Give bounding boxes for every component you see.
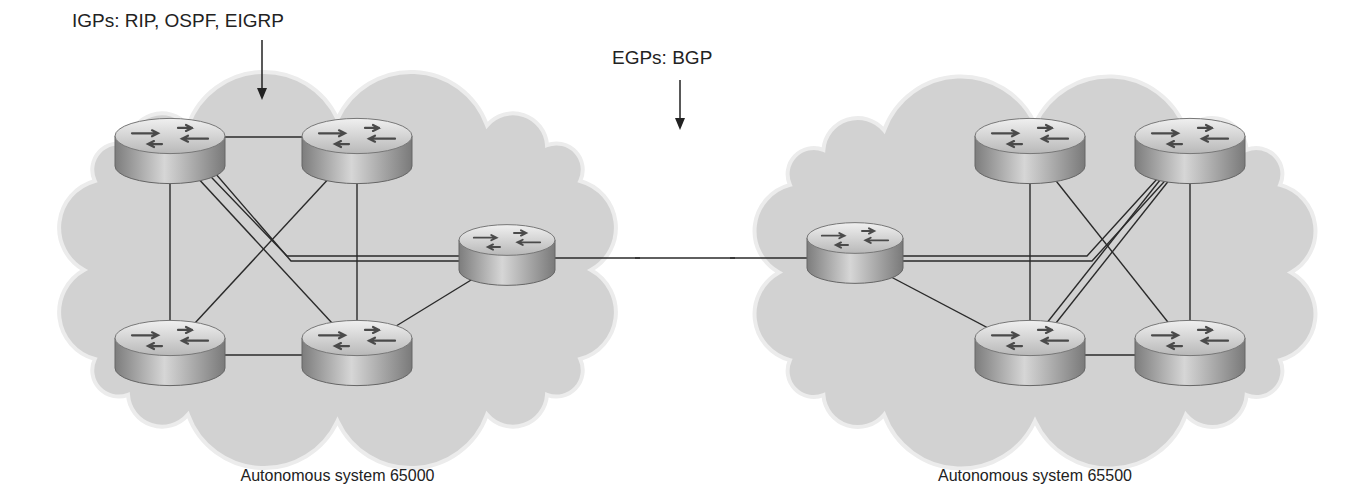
router-arrow bbox=[335, 141, 349, 147]
router-top bbox=[459, 225, 555, 256]
router-icon bbox=[115, 320, 225, 385]
router-arrow bbox=[1008, 343, 1022, 349]
router-arrow bbox=[1038, 327, 1052, 333]
router-icon bbox=[807, 223, 903, 284]
router-arrow bbox=[992, 332, 1018, 338]
router-arrow bbox=[132, 130, 158, 136]
router-arrow bbox=[514, 230, 526, 235]
router-arrow bbox=[182, 136, 208, 142]
router-arrow bbox=[319, 332, 345, 338]
router-icon bbox=[302, 320, 412, 385]
router-icon bbox=[1135, 320, 1245, 385]
router-arrow bbox=[1168, 343, 1182, 349]
router-arrow bbox=[369, 136, 395, 142]
router-arrow bbox=[178, 125, 192, 131]
leader-arrow bbox=[675, 80, 685, 130]
router-arrow bbox=[148, 343, 162, 349]
router-top bbox=[115, 118, 225, 153]
cloud-shape bbox=[59, 72, 616, 468]
router-arrow bbox=[1008, 141, 1022, 147]
cloud-outline bbox=[735, 80, 1335, 465]
cloud-shape bbox=[755, 76, 1316, 468]
system-caption: Autonomous system 65500 bbox=[735, 467, 1335, 485]
router-arrow bbox=[1038, 125, 1052, 131]
cloud-outline bbox=[40, 75, 635, 465]
router-links bbox=[730, 146, 1193, 355]
router-top bbox=[302, 118, 412, 153]
router-icon bbox=[975, 320, 1085, 385]
router-top bbox=[807, 223, 903, 254]
router-arrow bbox=[365, 327, 379, 333]
router-arrow bbox=[862, 228, 874, 233]
router-icon bbox=[1135, 118, 1245, 183]
router-arrow bbox=[474, 235, 497, 240]
router-top bbox=[1135, 320, 1245, 355]
router-top bbox=[302, 320, 412, 355]
system-caption: Autonomous system 65000 bbox=[40, 467, 635, 485]
router-arrow bbox=[1198, 125, 1212, 131]
router-icon bbox=[302, 118, 412, 183]
router-top bbox=[975, 118, 1085, 153]
router-icon bbox=[975, 118, 1085, 183]
router-arrow bbox=[865, 238, 888, 243]
router-top bbox=[975, 320, 1085, 355]
router-arrow bbox=[148, 141, 162, 147]
router-links bbox=[170, 137, 640, 355]
autonomous-system-cloud: Autonomous system 65000 bbox=[40, 75, 635, 485]
router-arrow bbox=[517, 240, 540, 245]
router-arrow bbox=[182, 338, 208, 344]
router-arrow bbox=[132, 332, 158, 338]
router-arrow bbox=[992, 130, 1018, 136]
router-arrow bbox=[488, 244, 500, 249]
router-arrow bbox=[822, 233, 845, 238]
router-top bbox=[1135, 118, 1245, 153]
router-icon bbox=[459, 225, 555, 286]
router-arrow bbox=[1152, 130, 1178, 136]
bgp-link bbox=[635, 257, 735, 258]
autonomous-system-cloud: Autonomous system 65500 bbox=[735, 80, 1335, 485]
router-arrow bbox=[1042, 136, 1068, 142]
router-icon bbox=[115, 118, 225, 183]
router-arrow bbox=[365, 125, 379, 131]
router-arrow bbox=[1202, 338, 1228, 344]
router-arrow bbox=[319, 130, 345, 136]
router-arrow bbox=[369, 338, 395, 344]
router-arrow bbox=[335, 343, 349, 349]
router-arrow bbox=[1168, 141, 1182, 147]
router-arrow bbox=[1202, 136, 1228, 142]
router-arrow bbox=[178, 327, 192, 333]
router-arrow bbox=[1042, 338, 1068, 344]
router-top bbox=[115, 320, 225, 355]
leader-arrow bbox=[257, 40, 267, 100]
router-arrow bbox=[1152, 332, 1178, 338]
router-arrow bbox=[836, 242, 848, 247]
router-arrow bbox=[1198, 327, 1212, 333]
